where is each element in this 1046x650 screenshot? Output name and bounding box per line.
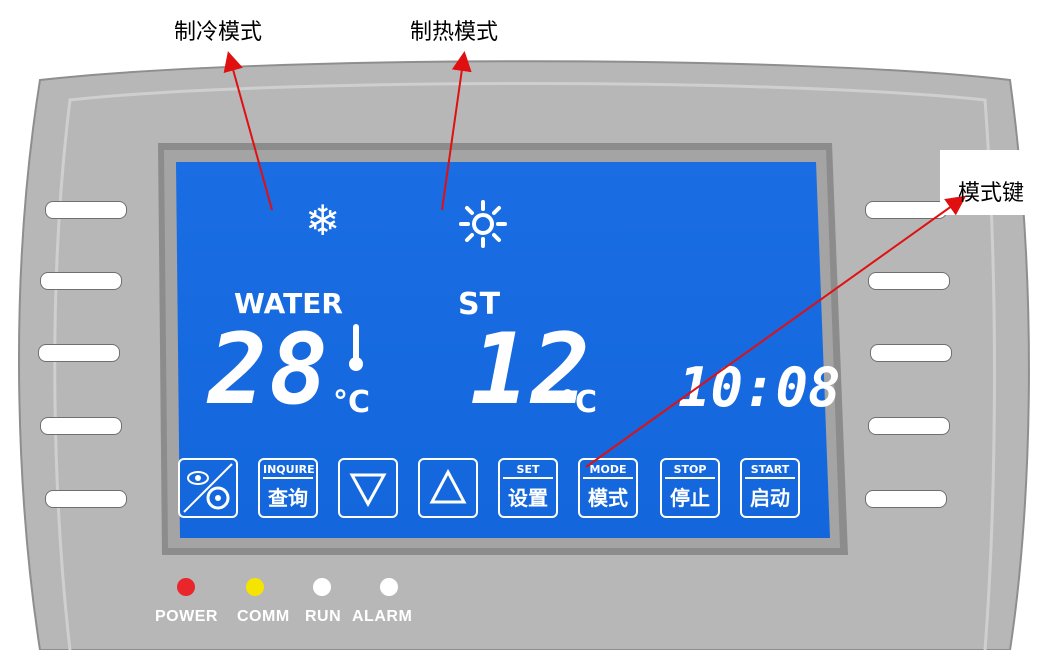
mode-button-en: MODE [583, 463, 633, 479]
eye-fan-icon [183, 463, 233, 513]
left-slot-3 [38, 344, 120, 362]
mode-key-arrow [585, 195, 967, 468]
triangle-up-icon [429, 468, 467, 504]
inquire-button-cn: 查询 [268, 486, 308, 510]
left-slot-2 [40, 272, 122, 290]
inquire-button[interactable]: INQUIRE 查询 [258, 458, 318, 518]
setpoint-temp: 12 [470, 313, 593, 427]
heat-mode-arrow [441, 51, 472, 211]
stop-button-cn: 停止 [670, 486, 710, 510]
heat-mode-annotation: 制热模式 [410, 20, 499, 45]
mode-key-annotation: 模式键 [958, 181, 1025, 206]
left-slot-1 [45, 201, 127, 219]
setpoint-temp-unit: °C [560, 385, 598, 420]
start-button-en: START [745, 463, 795, 479]
water-label: WATER [234, 287, 343, 320]
down-button[interactable] [338, 458, 398, 518]
water-temp: 28 [208, 313, 331, 427]
start-button[interactable]: START 启动 [740, 458, 800, 518]
alarm-led [380, 578, 398, 596]
set-button[interactable]: SET 设置 [498, 458, 558, 518]
power-led-label: POWER [155, 608, 218, 625]
mode-button[interactable]: MODE 模式 [578, 458, 638, 518]
stop-button[interactable]: STOP 停止 [660, 458, 720, 518]
mode-button-cn: 模式 [588, 486, 628, 510]
lcd-screen [176, 162, 830, 538]
alarm-led-label: ALARM [352, 608, 413, 625]
comm-led [246, 578, 264, 596]
panel-inner-edge [53, 82, 996, 650]
up-button[interactable] [418, 458, 478, 518]
cool-mode-arrow [223, 51, 273, 211]
cool-mode-annotation: 制冷模式 [174, 20, 263, 45]
stop-button-en: STOP [665, 463, 715, 479]
sun-icon [459, 200, 507, 248]
set-button-en: SET [503, 463, 553, 479]
comm-led-label: COMM [237, 608, 290, 625]
setpoint-label: ST [458, 287, 501, 322]
right-slot-2 [868, 272, 950, 290]
right-slot-5 [865, 490, 947, 508]
power-led [177, 578, 195, 596]
inquire-button-en: INQUIRE [263, 463, 315, 479]
water-temp-unit: °C [333, 385, 371, 420]
set-button-cn: 设置 [508, 486, 548, 510]
right-slot-3 [870, 344, 952, 362]
fan-view-button[interactable] [178, 458, 238, 518]
snowflake-icon: ❄ [305, 196, 341, 245]
clock: 10:08 [678, 356, 841, 419]
run-led-label: RUN [305, 608, 342, 625]
left-slot-4 [40, 417, 122, 435]
right-slot-4 [868, 417, 950, 435]
triangle-down-icon [349, 473, 387, 508]
run-led [313, 578, 331, 596]
left-slot-5 [45, 490, 127, 508]
thermometer-icon [349, 324, 363, 371]
start-button-cn: 启动 [750, 486, 790, 510]
